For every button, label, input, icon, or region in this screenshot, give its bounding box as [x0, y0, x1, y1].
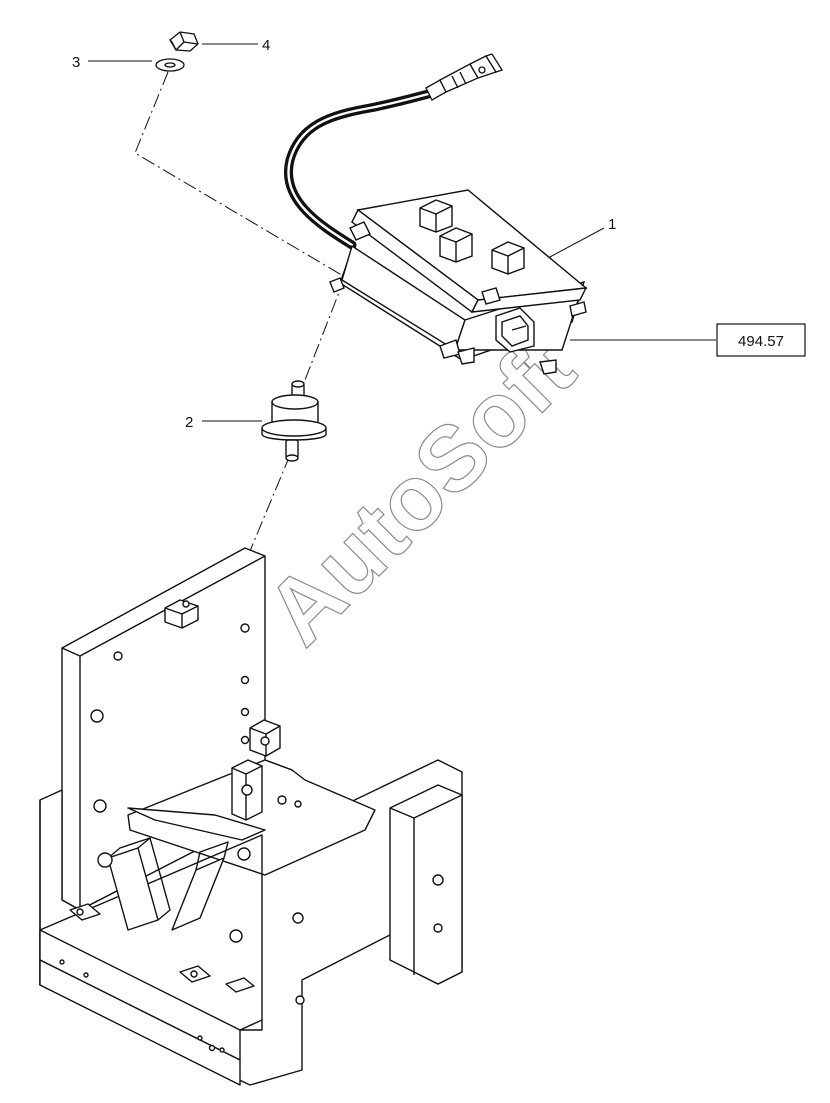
leader-lines: [88, 43, 716, 422]
part-2-rubber-mount: [261, 380, 327, 462]
centerline-nut-to-box: [134, 71, 346, 278]
part-4-nut: [169, 31, 199, 52]
reference-box-frame: [716, 323, 806, 357]
centerline-box-to-mount: [297, 276, 346, 399]
part-1-cable: [284, 87, 441, 250]
callout-1: 1: [608, 216, 616, 233]
callout-2: 2: [185, 414, 193, 431]
frame-bracket: [39, 547, 463, 1086]
part-3-washer: [155, 58, 185, 72]
reference-box[interactable]: 494.57: [716, 323, 806, 357]
part-1-control-box: [329, 189, 588, 375]
callout-4: 4: [262, 37, 270, 54]
callout-3: 3: [72, 54, 80, 71]
leader-1: [547, 227, 605, 259]
reference-number: 494.57: [738, 333, 784, 350]
watermark-text: AutoSoft: [247, 317, 594, 664]
part-1-connector-plug: [425, 53, 503, 101]
watermark: AutoSoft: [246, 317, 594, 665]
